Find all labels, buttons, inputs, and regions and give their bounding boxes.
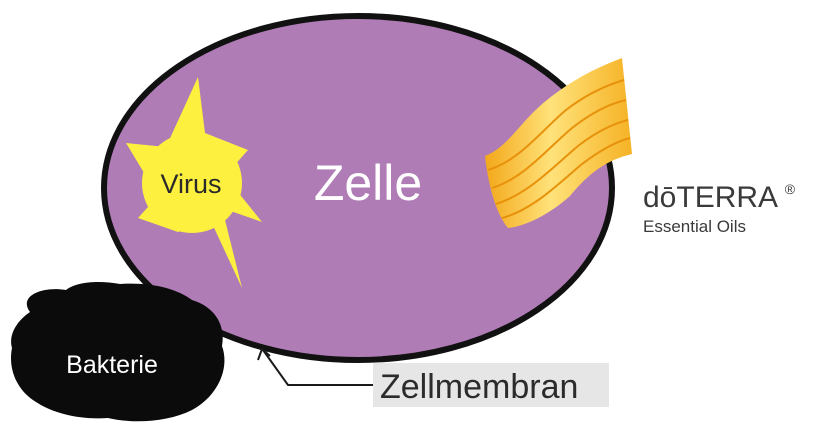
virus-label: Virus (160, 169, 221, 199)
brand-name: dōTERRA ® (643, 181, 796, 214)
bacterium-label: Bakterie (66, 351, 158, 379)
brand-name-text: dōTERRA (643, 181, 778, 214)
membrane-label: Zellmembran (380, 368, 578, 406)
brand-registered-mark: ® (785, 181, 796, 197)
brand-tagline: Essential Oils (643, 217, 746, 236)
cell-label: Zelle (314, 155, 422, 211)
